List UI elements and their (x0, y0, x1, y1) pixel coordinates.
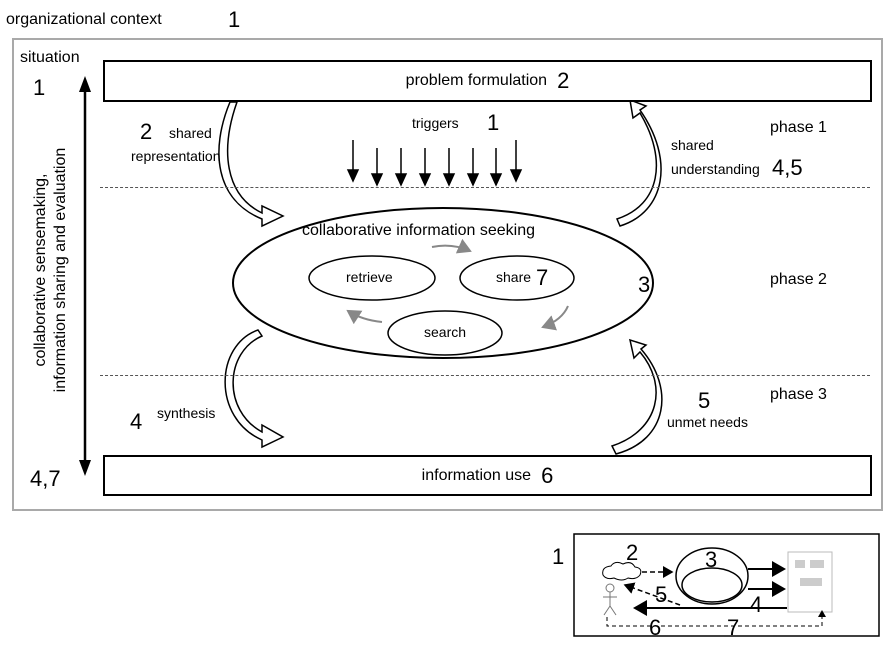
curved-arrow-shared-representation (218, 101, 285, 228)
trigger-arrows (346, 140, 523, 187)
organizational-context-label: organizational context (6, 11, 162, 28)
cycle-arrows (346, 238, 569, 331)
inset-number-6: 6 (649, 615, 662, 640)
seeking-number: 3 (638, 272, 651, 297)
shared-representation-line-2: representation (131, 148, 221, 164)
inset-number-3: 3 (705, 547, 718, 572)
organizational-context-frame (12, 38, 883, 511)
problem-formulation-label: problem formulation (405, 72, 548, 89)
information-use-label: information use (421, 466, 532, 484)
phase-2-label: phase 2 (770, 271, 827, 288)
unmet-needs-number: 5 (698, 388, 711, 413)
unmet-needs-label: unmet needs (667, 414, 748, 430)
phase-1-label: phase 1 (770, 119, 827, 136)
share-number: 7 (536, 265, 549, 290)
share-ellipse (459, 255, 575, 301)
inset-number-5: 5 (655, 582, 668, 607)
curved-arrow-synthesis (224, 329, 285, 449)
information-use-number: 6 (541, 462, 554, 488)
phase-divider-1 (100, 187, 870, 188)
phase-divider-2 (100, 375, 870, 376)
information-use-box: information use 6 (103, 455, 872, 496)
shared-understanding-line-2: understanding (671, 161, 760, 177)
triggers-number: 1 (487, 110, 500, 135)
triggers-label: triggers (412, 115, 459, 131)
inset-number-4: 4 (750, 592, 763, 617)
curved-arrow-unmet-needs (610, 338, 663, 455)
phase-3-label: phase 3 (770, 386, 827, 403)
retrieve-ellipse (308, 255, 436, 301)
shared-understanding-number: 4,5 (772, 155, 803, 180)
vertical-label-line-2: information sharing and evaluation (52, 147, 69, 393)
seeking-title: collaborative information seeking (302, 222, 536, 239)
vertical-label-line-1: collaborative sensemaking, (32, 173, 49, 367)
inset-diagram-shapes (573, 533, 880, 637)
synthesis-number: 4 (130, 409, 143, 434)
inset-number-7: 7 (727, 615, 740, 640)
vertical-double-arrow (79, 76, 91, 476)
synthesis-label: synthesis (157, 405, 216, 421)
curved-arrow-shared-understanding (615, 98, 662, 227)
problem-formulation-box: problem formulation 2 (103, 60, 872, 102)
inset-number-2: 2 (626, 540, 639, 565)
collaborative-sensemaking-label: collaborative sensemaking, information s… (31, 120, 71, 420)
search-label: search (424, 324, 467, 340)
problem-formulation-number: 2 (557, 68, 570, 93)
shared-understanding-line-1: shared (671, 137, 714, 153)
share-label: share (496, 269, 532, 285)
inset-number-1: 1 (552, 544, 565, 569)
situation-number: 1 (33, 75, 46, 100)
shared-representation-line-1: shared (169, 125, 212, 141)
shared-representation-number: 2 (140, 119, 153, 144)
bottom-left-number: 4,7 (30, 466, 61, 491)
retrieve-label: retrieve (346, 269, 393, 285)
organizational-context-number: 1 (228, 7, 241, 32)
situation-label: situation (20, 49, 80, 66)
search-ellipse (387, 310, 503, 356)
